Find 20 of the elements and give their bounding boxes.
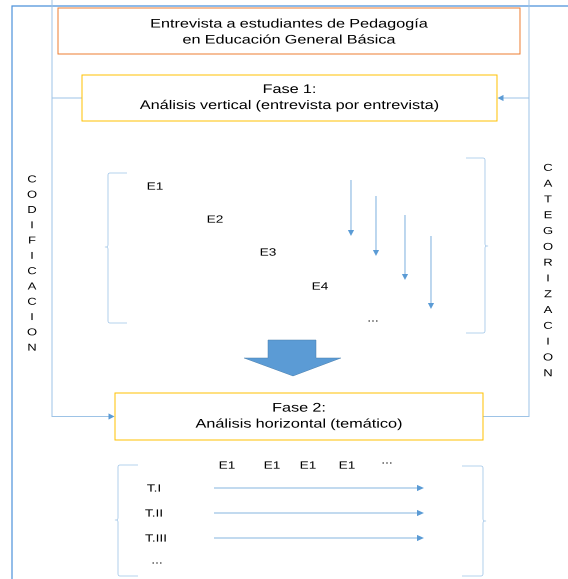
text-label: E4	[312, 282, 328, 290]
text-label: E1	[220, 461, 235, 469]
text-label: ...	[382, 462, 392, 464]
text-label: E1	[300, 461, 316, 469]
text-label: T.III	[145, 534, 166, 542]
text-label: T.II	[145, 509, 162, 517]
text-label: E3	[260, 248, 276, 256]
phase-box: Fase 2: Análisis horizontal (temático)	[114, 392, 484, 440]
text-label: E1	[340, 461, 355, 469]
phase-box: Fase 1: Análisis vertical (entrevista por entrevista)	[82, 74, 498, 122]
text-label: ...	[368, 320, 378, 322]
edge-label: CATEGORIZACION	[544, 164, 552, 376]
text-label: T.I	[147, 484, 160, 492]
connector-arrow	[483, 0, 530, 417]
title-box: Entrevista a estudiantes de Pedagogía en Educación General Básica	[58, 8, 520, 54]
text-label: E1	[264, 461, 280, 469]
edge-label: CODIFICACION	[28, 175, 36, 351]
text-label: E2	[208, 215, 223, 223]
text-label: ...	[152, 562, 162, 564]
text-label: E1	[148, 182, 163, 190]
